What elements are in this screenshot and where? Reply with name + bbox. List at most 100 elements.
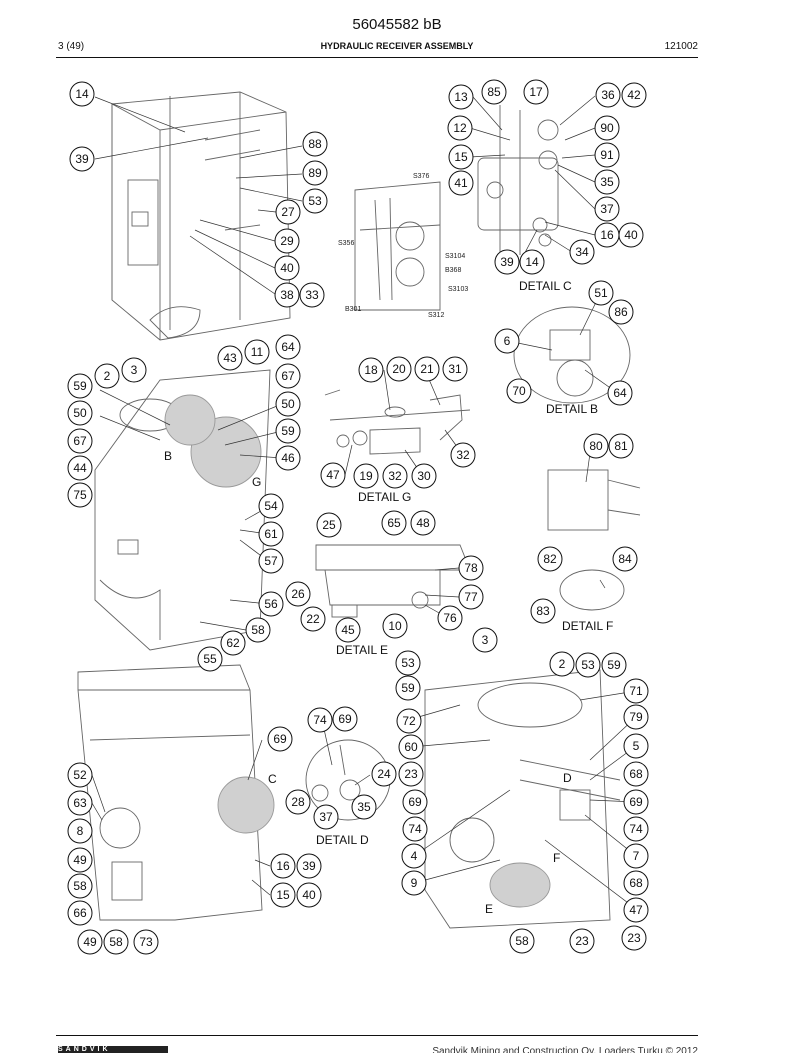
callout-circle — [67, 818, 93, 844]
view-d-detail — [305, 739, 391, 821]
callout-number: 57 — [264, 554, 278, 568]
callout-balloon: 37 — [594, 196, 620, 222]
callout-balloon: 20 — [386, 356, 412, 382]
callout-balloon: 40 — [618, 222, 644, 248]
callout-circle — [285, 789, 311, 815]
callout-circle — [67, 455, 93, 481]
callout-balloon: 23 — [569, 928, 595, 954]
view-letter-e: E — [485, 902, 493, 916]
callout-balloon: 42 — [621, 82, 647, 108]
callout-number: 46 — [281, 451, 295, 465]
callout-circle — [67, 790, 93, 816]
callout-balloon: 15 — [448, 144, 474, 170]
callout-balloon: 8 — [67, 818, 93, 844]
callout-circle — [299, 282, 325, 308]
callout-circle — [296, 853, 322, 879]
callout-balloon: 69 — [402, 789, 428, 815]
callout-circle — [67, 482, 93, 508]
callout-number: 30 — [417, 469, 431, 483]
view-letter-c: C — [268, 772, 277, 786]
callout-circle — [569, 928, 595, 954]
callout-balloon: 73 — [133, 929, 159, 955]
callout-balloon: 31 — [442, 356, 468, 382]
callout-number: 52 — [73, 768, 87, 782]
callout-balloon: 64 — [275, 334, 301, 360]
callout-number: 75 — [73, 488, 87, 502]
callout-circle — [594, 142, 620, 168]
callout-circle — [447, 115, 473, 141]
callout-circle — [402, 816, 428, 842]
callout-number: 12 — [453, 121, 467, 135]
callout-number: 69 — [338, 712, 352, 726]
caption-detail-f: DETAIL F — [562, 619, 613, 633]
callout-number: 47 — [326, 468, 340, 482]
document-code: 121002 — [664, 41, 698, 52]
callout-circle — [594, 169, 620, 195]
callout-circle — [274, 255, 300, 281]
callout-circle — [594, 115, 620, 141]
view-c-detail — [477, 105, 559, 255]
callout-balloon: 65 — [381, 510, 407, 536]
page-number: 3 (49) — [58, 41, 85, 52]
callout-balloon: 22 — [300, 606, 326, 632]
callout-balloon: 43 — [217, 345, 243, 371]
view-b-detail — [513, 306, 631, 404]
callout-number: 23 — [627, 931, 641, 945]
callout-number: 13 — [454, 90, 468, 104]
callout-number: 67 — [281, 369, 295, 383]
callout-number: 69 — [408, 795, 422, 809]
callout-number: 14 — [525, 255, 539, 269]
callout-balloon: 89 — [302, 160, 328, 186]
callout-balloon: 6 — [494, 328, 520, 354]
callout-balloon: 53 — [302, 188, 328, 214]
callout-number: 40 — [302, 888, 316, 902]
callout-balloon: 55 — [197, 646, 223, 672]
callout-number: 58 — [515, 934, 529, 948]
callout-number: 88 — [308, 137, 322, 151]
callout-number: 59 — [281, 424, 295, 438]
callout-circle — [595, 82, 621, 108]
view-g-detail — [324, 389, 471, 455]
callout-circle — [442, 356, 468, 382]
callout-balloon: 35 — [594, 169, 620, 195]
callout-number: 39 — [75, 152, 89, 166]
callout-number: 45 — [341, 623, 355, 637]
callout-balloon: 63 — [67, 790, 93, 816]
callout-circle — [67, 762, 93, 788]
callout-number: 19 — [359, 469, 373, 483]
callout-number: 82 — [543, 552, 557, 566]
callout-circle — [67, 847, 93, 873]
callout-number: 69 — [629, 795, 643, 809]
callout-number: 4 — [411, 849, 418, 863]
callout-circle — [601, 652, 627, 678]
callout-balloon: 15 — [270, 882, 296, 908]
callout-number: 38 — [280, 288, 294, 302]
callout-balloon: 77 — [458, 584, 484, 610]
page-title: HYDRAULIC RECEIVER ASSEMBLY — [320, 41, 474, 51]
callout-number: 14 — [75, 87, 89, 101]
callout-circle — [220, 630, 246, 656]
callout-circle — [67, 900, 93, 926]
callout-circle — [623, 897, 649, 923]
callout-number: 8 — [77, 824, 84, 838]
callout-number: 68 — [629, 767, 643, 781]
callout-balloon: 61 — [258, 521, 284, 547]
callout-circle — [594, 196, 620, 222]
callout-number: 3 — [131, 363, 138, 377]
callout-circle — [371, 761, 397, 787]
callout-balloon: 36 — [595, 82, 621, 108]
callout-number: 53 — [308, 194, 322, 208]
callout-balloon: 5 — [623, 733, 649, 759]
callout-circle — [275, 445, 301, 471]
callout-number: 23 — [404, 767, 418, 781]
callout-number: 69 — [273, 732, 287, 746]
callout-balloon: 49 — [77, 929, 103, 955]
callout-number: 37 — [319, 810, 333, 824]
callout-number: 72 — [402, 714, 416, 728]
callout-number: 6 — [504, 334, 511, 348]
callout-number: 48 — [416, 516, 430, 530]
callout-number: 61 — [264, 527, 278, 541]
callout-number: 91 — [600, 148, 614, 162]
callout-number: 53 — [401, 656, 415, 670]
